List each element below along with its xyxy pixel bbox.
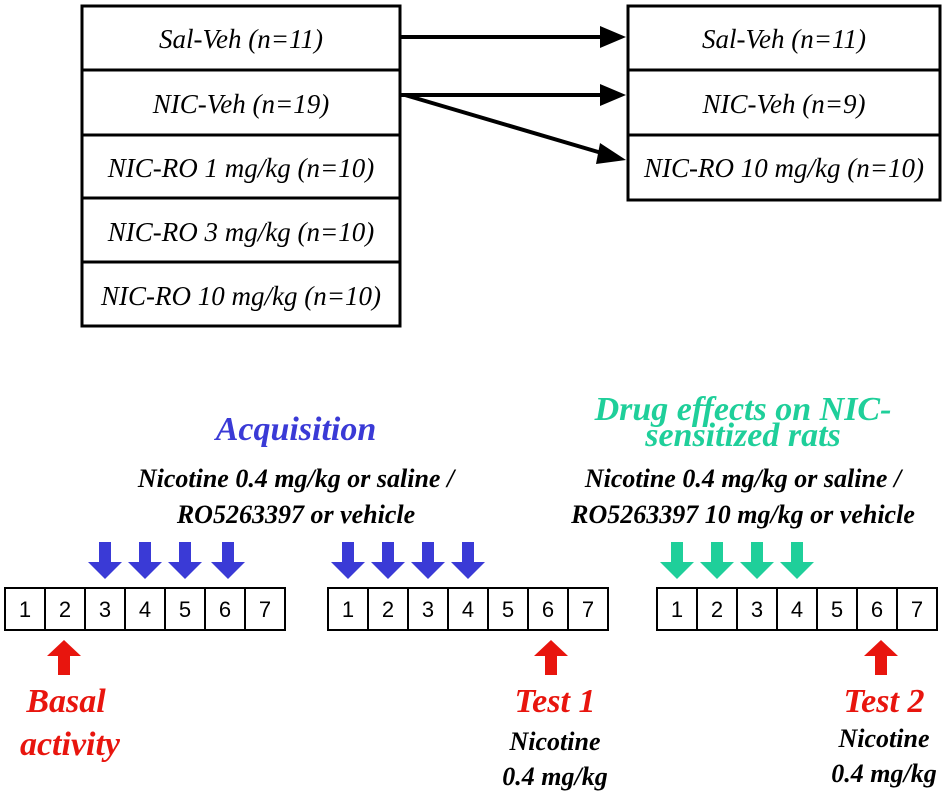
day-cell: 5 <box>502 597 514 622</box>
down-arrow-icon <box>211 542 245 579</box>
acquisition-treatment-line1: Nicotine 0.4 mg/kg or saline / <box>137 464 457 493</box>
acquisition-title: Acquisition <box>214 411 377 448</box>
down-arrow-icon <box>700 542 734 579</box>
left-group-nic-veh: NIC-Veh (n=19) <box>152 89 329 119</box>
down-arrow-icon <box>780 542 814 579</box>
test1-dose: 0.4 mg/kg <box>502 762 607 791</box>
down-arrow-icon <box>660 542 694 579</box>
day-cell: 2 <box>382 597 394 622</box>
drug-effects-title-line1: Drug effects on NIC- <box>594 391 892 428</box>
day-cell: 7 <box>259 597 271 622</box>
drug-effects-treatment-line2: RO5263397 10 mg/kg or vehicle <box>570 500 915 529</box>
drug-effects-title-line2: sensitized rats <box>644 417 841 454</box>
day-cell: 4 <box>462 597 474 622</box>
right-table-border <box>626 4 942 202</box>
right-group-table: Sal-Veh (n=11) NIC-Veh (n=9) NIC-RO 10 m… <box>626 4 942 202</box>
test1-label: Test 1 <box>515 683 596 720</box>
connector-nic-ro-10 <box>404 93 606 156</box>
basal-label-line1: Basal <box>25 683 106 720</box>
day-cell: 7 <box>911 597 923 622</box>
day-cell: 3 <box>751 597 763 622</box>
day-block-acquisition-test1: 1 2 3 4 5 6 7 <box>327 587 609 631</box>
day-cell: 2 <box>711 597 723 622</box>
day-block-habituation-acquisition: 1 2 3 4 5 6 7 <box>4 587 286 631</box>
test2-label: Test 2 <box>844 683 925 720</box>
day-cell: 6 <box>871 597 883 622</box>
day-block-border <box>656 587 938 631</box>
down-arrow-icon <box>88 542 122 579</box>
left-group-nic-ro-1: NIC-RO 1 mg/kg (n=10) <box>107 153 374 183</box>
day-cell: 2 <box>59 597 71 622</box>
day-cell: 1 <box>671 597 683 622</box>
arrowhead-icon <box>600 26 626 48</box>
left-group-nic-ro-3: NIC-RO 3 mg/kg (n=10) <box>107 217 374 247</box>
day-block-border <box>4 587 286 631</box>
up-arrow-icon <box>864 640 898 675</box>
down-arrow-icon <box>168 542 202 579</box>
day-cell: 1 <box>342 597 354 622</box>
day-cell: 6 <box>219 597 231 622</box>
down-arrow-icon <box>331 542 365 579</box>
up-arrow-icon <box>534 640 568 675</box>
day-cell: 5 <box>179 597 191 622</box>
day-block-drug-effects-test2: 1 2 3 4 5 6 7 <box>656 587 938 631</box>
left-group-nic-ro-10: NIC-RO 10 mg/kg (n=10) <box>100 281 381 311</box>
acquisition-treatment-line2: RO5263397 or vehicle <box>176 500 415 529</box>
day-cell: 4 <box>139 597 151 622</box>
drug-effects-treatment-line1: Nicotine 0.4 mg/kg or saline / <box>584 464 904 493</box>
test-day-arrows <box>47 640 898 675</box>
day-cell: 3 <box>99 597 111 622</box>
down-arrow-icon <box>740 542 774 579</box>
day-cell: 1 <box>19 597 31 622</box>
acquisition-injection-arrows <box>88 542 485 579</box>
arrowhead-icon <box>600 84 626 106</box>
group-connectors <box>400 26 626 164</box>
test1-drug: Nicotine <box>509 727 601 756</box>
right-group-nic-ro-10: NIC-RO 10 mg/kg (n=10) <box>643 153 924 183</box>
right-group-sal-veh: Sal-Veh (n=11) <box>702 24 866 54</box>
left-group-sal-veh: Sal-Veh (n=11) <box>159 24 323 54</box>
day-cell: 6 <box>542 597 554 622</box>
test2-dose: 0.4 mg/kg <box>831 759 936 788</box>
left-group-table: Sal-Veh (n=11) NIC-Veh (n=19) NIC-RO 1 m… <box>80 4 402 328</box>
day-cell: 3 <box>422 597 434 622</box>
drug-effects-injection-arrows <box>660 542 814 579</box>
day-cell: 5 <box>831 597 843 622</box>
down-arrow-icon <box>128 542 162 579</box>
day-cell: 7 <box>582 597 594 622</box>
down-arrow-icon <box>371 542 405 579</box>
day-cell: 4 <box>791 597 803 622</box>
down-arrow-icon <box>451 542 485 579</box>
left-table-border <box>80 4 402 328</box>
down-arrow-icon <box>411 542 445 579</box>
arrowhead-icon <box>596 143 626 164</box>
test2-drug: Nicotine <box>838 724 930 753</box>
day-block-border <box>327 587 609 631</box>
basal-label-line2: activity <box>20 726 121 763</box>
up-arrow-icon <box>47 640 81 675</box>
right-group-nic-veh: NIC-Veh (n=9) <box>702 89 866 119</box>
